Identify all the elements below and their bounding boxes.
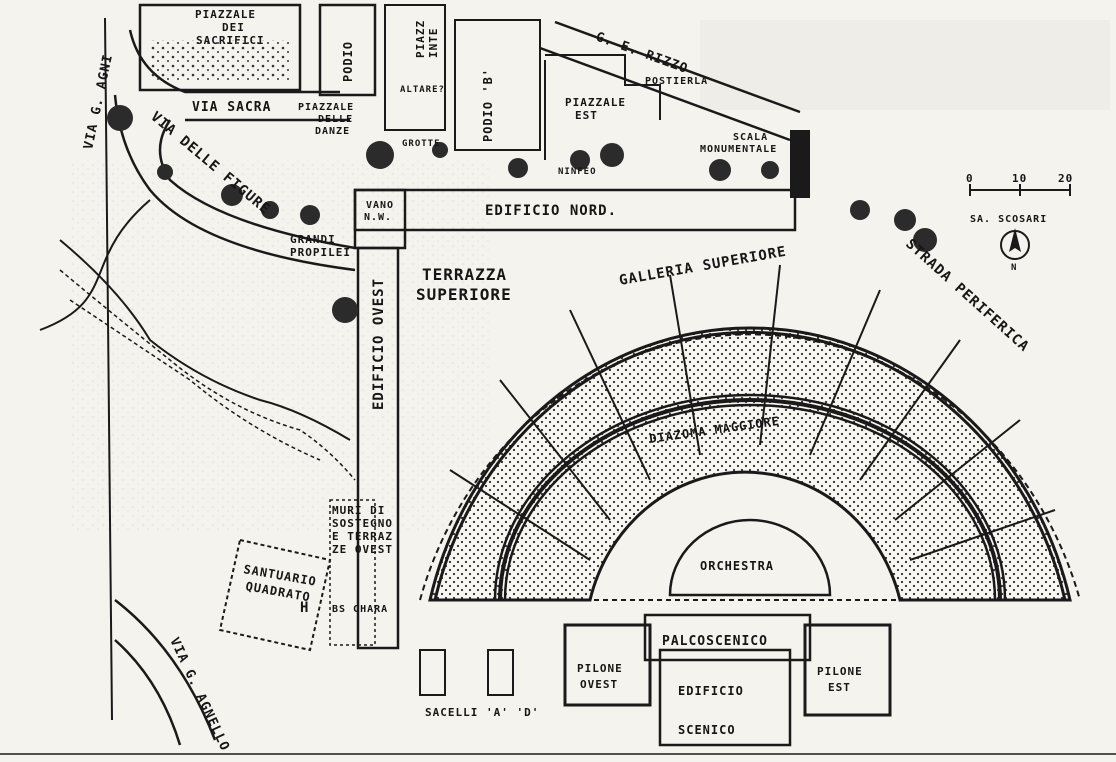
label-piazzale-est-2: EST bbox=[575, 109, 598, 122]
label-postierla: POSTIERLA bbox=[645, 76, 708, 87]
label-piazzale-est-1: PIAZZALE bbox=[565, 96, 626, 109]
label-muri-2: SOSTEGNO bbox=[332, 517, 393, 530]
orchestra bbox=[668, 518, 832, 597]
label-piazzale-danze-3: DANZE bbox=[315, 126, 350, 137]
label-altare: ALTARE? bbox=[400, 85, 445, 95]
map-frame bbox=[0, 17, 1116, 755]
scale-credit: SA. SCOSARI bbox=[970, 214, 1047, 225]
scale-tick-10: 10 bbox=[1012, 172, 1027, 185]
label-vano-1: VANO bbox=[366, 200, 394, 211]
roads bbox=[39, 20, 801, 746]
label-piazzale-danze-1: PIAZZALE bbox=[298, 102, 354, 113]
label-muri-3: E TERRAZ bbox=[332, 530, 393, 543]
label-palcoscenico: PALCOSCENICO bbox=[662, 634, 768, 649]
bleed-through-text bbox=[70, 20, 1110, 530]
north-arrow-icon: N bbox=[1000, 228, 1030, 273]
label-pilone-est-2: EST bbox=[828, 681, 851, 694]
label-terrazza-1: TERRAZZA bbox=[422, 265, 507, 284]
label-vano-2: N.W. bbox=[364, 212, 392, 223]
label-pilone-ovest-2: OVEST bbox=[580, 678, 618, 691]
label-santuario-mark: H bbox=[300, 600, 309, 616]
label-pilone-ovest-1: PILONE bbox=[577, 662, 623, 675]
label-muri-1: MURI DI bbox=[332, 504, 385, 517]
scale-tick-0: 0 bbox=[966, 172, 974, 185]
stage-complex bbox=[419, 599, 960, 747]
north-label: N bbox=[1011, 263, 1017, 273]
label-muri-4: ZE OVEST bbox=[332, 543, 393, 556]
label-piazza-inte-1: PIAZZ bbox=[414, 20, 427, 58]
scale-tick-20: 20 bbox=[1058, 172, 1073, 185]
label-piazzale-danze-2: DELLE bbox=[318, 114, 353, 125]
label-bschara: BS CHARA bbox=[332, 604, 388, 615]
scale-bar: 0 10 20 SA. SCOSARI bbox=[966, 172, 1073, 225]
label-podio: PODIO bbox=[341, 41, 355, 82]
label-edificio-scenico-2: SCENICO bbox=[678, 723, 736, 737]
edificio-ovest bbox=[329, 246, 400, 650]
label-terrazza-2: SUPERIORE bbox=[416, 285, 512, 304]
label-sacelli: SACELLI 'A' 'D' bbox=[425, 706, 539, 719]
theatre-cavea bbox=[419, 264, 1081, 602]
label-via-sacra: VIA SACRA bbox=[192, 100, 271, 115]
label-piazzale-sacrifici-1: PIAZZALE bbox=[195, 8, 256, 21]
label-grotte: GROTTE bbox=[402, 139, 441, 149]
label-podio-b: PODIO 'B' bbox=[481, 68, 495, 142]
trees bbox=[107, 105, 937, 323]
label-edificio-nord: EDIFICIO NORD. bbox=[485, 203, 617, 219]
label-edificio-ovest: EDIFICIO OVEST bbox=[371, 278, 387, 410]
north-west-structures bbox=[138, 3, 661, 160]
label-grandi-propilei-1: GRANDI bbox=[290, 233, 336, 246]
label-scala-2: MONUMENTALE bbox=[700, 144, 777, 155]
label-grandi-propilei-2: PROPILEI bbox=[290, 246, 351, 259]
label-piazza-inte-2: INTE bbox=[427, 28, 440, 59]
label-orchestra: ORCHESTRA bbox=[700, 559, 774, 573]
label-ninfeo: NINFEO bbox=[558, 167, 597, 177]
label-piazzale-sacrifici-3: SACRIFICI bbox=[196, 34, 265, 47]
label-scala-1: SCALA bbox=[733, 132, 768, 143]
label-edificio-scenico-1: EDIFICIO bbox=[678, 684, 744, 698]
label-piazzale-sacrifici-2: DEI bbox=[222, 21, 245, 34]
santuario-quadrato bbox=[218, 538, 332, 652]
label-pilone-est-1: PILONE bbox=[817, 665, 863, 678]
